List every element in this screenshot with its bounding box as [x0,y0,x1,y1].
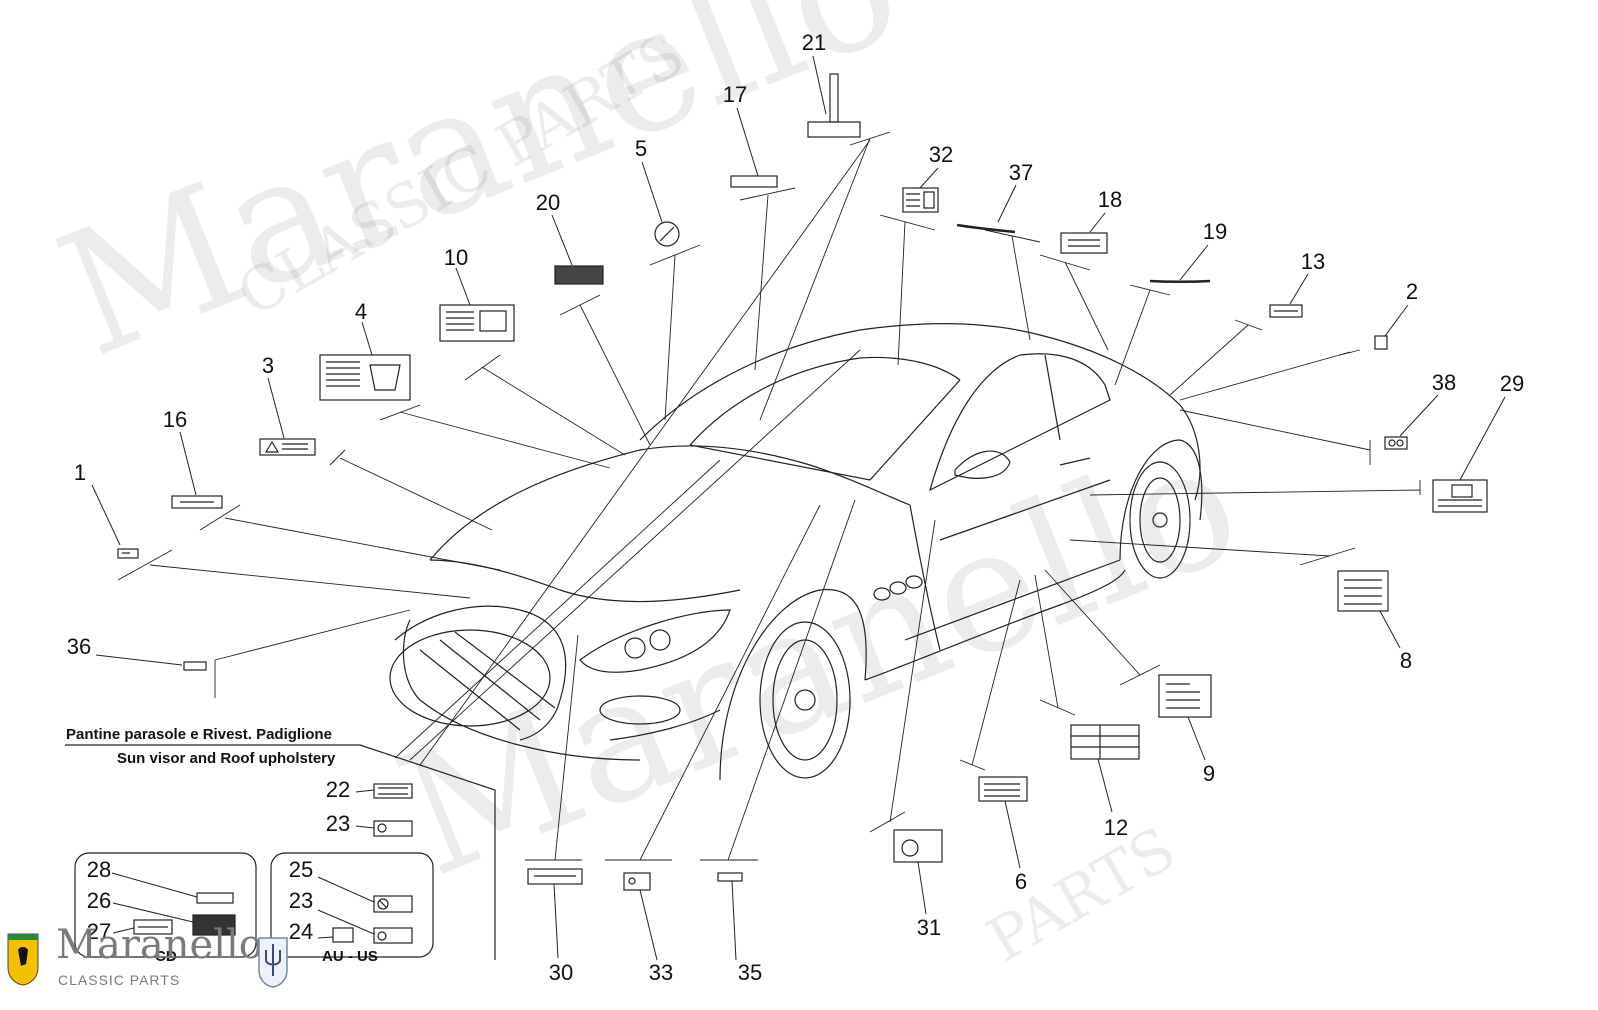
callout-25: 25 [288,857,314,882]
callout-6: 6 [1014,869,1028,894]
callout-1: 1 [73,460,87,485]
callout-13: 13 [1300,249,1326,274]
callout-5: 5 [634,136,648,161]
callout-18: 18 [1097,187,1123,212]
sticker-24 [332,927,354,943]
sticker-18 [1060,232,1108,254]
sticker-25 [373,895,413,913]
sticker-23-bottom [373,927,413,944]
group-label-cd: CD [155,948,177,965]
callout-27: 27 [86,919,112,944]
sticker-12 [1070,724,1140,760]
caption-line-2: Sun visor and Roof upholstery [117,750,336,767]
callout-35: 35 [737,960,763,985]
sticker-31 [893,829,943,863]
number-leaders [91,55,1506,961]
trident-badge-icon [258,937,288,988]
sticker-38 [1384,436,1408,450]
callout-29: 29 [1499,371,1525,396]
sticker-10 [439,304,515,342]
callout-24: 24 [288,919,314,944]
projection-lines [117,131,1421,861]
callout-8: 8 [1399,648,1413,673]
callout-4: 4 [354,299,368,324]
sticker-35 [717,872,743,882]
callout-20: 20 [535,190,561,215]
brand-name: Maranello [56,922,263,968]
sticker-21 [807,73,861,138]
sticker-5 [654,221,680,247]
callout-10: 10 [443,245,469,270]
callout-36: 36 [66,634,92,659]
brand-tagline: CLASSIC PARTS [58,972,181,988]
callout-12: 12 [1103,815,1129,840]
sticker-4 [319,354,411,401]
callout-3: 3 [261,353,275,378]
callout-9: 9 [1202,761,1216,786]
car-outline [389,323,1203,781]
callout-23-bottom: 23 [288,888,314,913]
sticker-8 [1337,570,1389,612]
sticker-36 [183,661,207,671]
callout-28: 28 [86,857,112,882]
ferrari-shield-icon [7,933,39,986]
sticker-28 [196,892,234,904]
sticker-9 [1158,674,1212,718]
group-box-au-us [270,852,434,958]
sticker-32 [902,187,939,213]
callout-21: 21 [801,30,827,55]
callout-38: 38 [1431,370,1457,395]
sticker-23-top [373,820,413,837]
callout-31: 31 [916,915,942,940]
callout-16: 16 [162,407,188,432]
callout-33: 33 [648,960,674,985]
sticker-17 [730,175,778,188]
sticker-2 [1374,335,1388,350]
callout-37: 37 [1008,160,1034,185]
sticker-30 [527,868,583,885]
callout-17: 17 [722,82,748,107]
sticker-1 [117,548,139,559]
sticker-13 [1269,304,1303,318]
callout-26: 26 [86,888,112,913]
callout-23-top: 23 [325,811,351,836]
callout-32: 32 [928,142,954,167]
callout-22: 22 [325,777,351,802]
sticker-29 [1432,479,1488,513]
callout-19: 19 [1202,219,1228,244]
group-box-cd [74,852,257,958]
sticker-6 [978,776,1028,802]
caption-line-1: Pantine parasole e Rivest. Padiglione [66,726,332,743]
callout-30: 30 [548,960,574,985]
sticker-19 [1149,279,1211,283]
sticker-20 [554,265,604,285]
callout-2: 2 [1405,279,1419,304]
sticker-27 [133,919,173,935]
group-label-au-us: AU - US [322,948,378,965]
sticker-37 [956,223,1016,234]
sticker-26 [192,914,236,936]
sticker-22 [373,783,413,799]
sticker-16 [171,495,223,509]
sticker-3 [259,438,316,456]
sticker-33 [623,872,651,891]
